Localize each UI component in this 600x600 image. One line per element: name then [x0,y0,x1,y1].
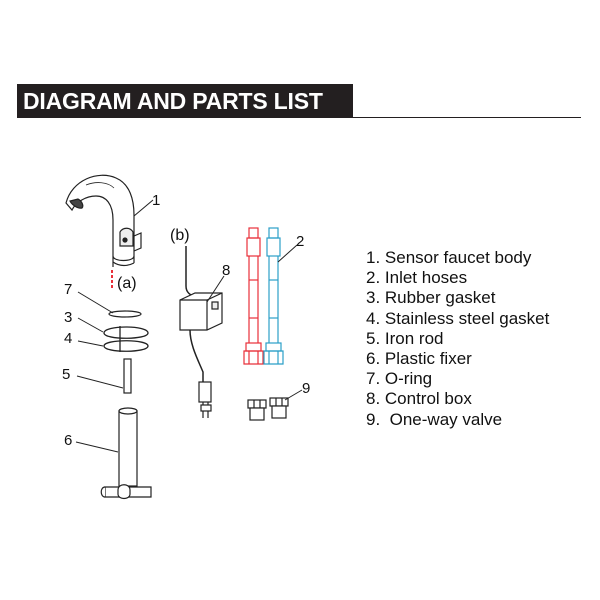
callout-1: 1 [152,192,160,209]
parts-list-item: 8. Control box [366,389,472,409]
parts-list-item: 4. Stainless steel gasket [366,308,550,328]
leader-line-6 [75,441,119,453]
parts-list-item: 3. Rubber gasket [366,288,496,308]
callout-a: (a) [117,275,137,292]
header-rule-line [353,117,581,118]
steel-gasket [103,339,149,352]
leader-line-2 [277,244,298,263]
leader-line-1 [133,199,154,217]
one-way-valve-right [269,397,289,419]
callout-9: 9 [302,380,310,397]
diagram-header-bar: DIAGRAM AND PARTS LIST [17,84,353,118]
parts-list-item: 7. O-ring [366,369,433,389]
plastic-fixer [100,407,152,500]
diagram-title: DIAGRAM AND PARTS LIST [23,87,323,114]
callout-8: 8 [222,262,230,279]
leader-line-9 [284,389,303,401]
leader-line-5 [76,375,124,389]
parts-list-item: 6. Plastic fixer [366,349,472,369]
inlet-hose-cold [263,227,284,365]
control-box [179,292,223,331]
inlet-hose-hot [243,227,264,365]
one-way-valve-left [247,399,267,421]
callout-6: 6 [64,432,72,449]
leader-line-4 [77,340,104,347]
callout-5: 5 [62,366,70,383]
callout-b: (b) [170,227,190,244]
parts-list: 1. Sensor faucet body 2. Inlet hoses 3. … [366,248,549,430]
parts-list-item: 5. Iron rod [366,328,444,348]
callout-4: 4 [64,330,72,347]
rubber-gasket [103,326,149,339]
parts-list-item: 9. One-way valve [366,409,503,429]
faucet-body [65,174,142,267]
iron-rod [123,358,132,394]
callout-3: 3 [64,309,72,326]
o-ring [108,310,142,318]
callout-7: 7 [64,281,72,298]
power-cable [189,329,204,382]
leader-line-8 [206,275,225,303]
parts-list-item: 1. Sensor faucet body [366,248,532,267]
leader-line-3 [77,317,104,333]
leader-line-7 [77,291,114,314]
parts-list-item: 2. Inlet hoses [366,268,468,288]
callout-2: 2 [296,233,304,250]
sensor-cable-b [185,246,197,297]
power-plug [198,381,212,418]
